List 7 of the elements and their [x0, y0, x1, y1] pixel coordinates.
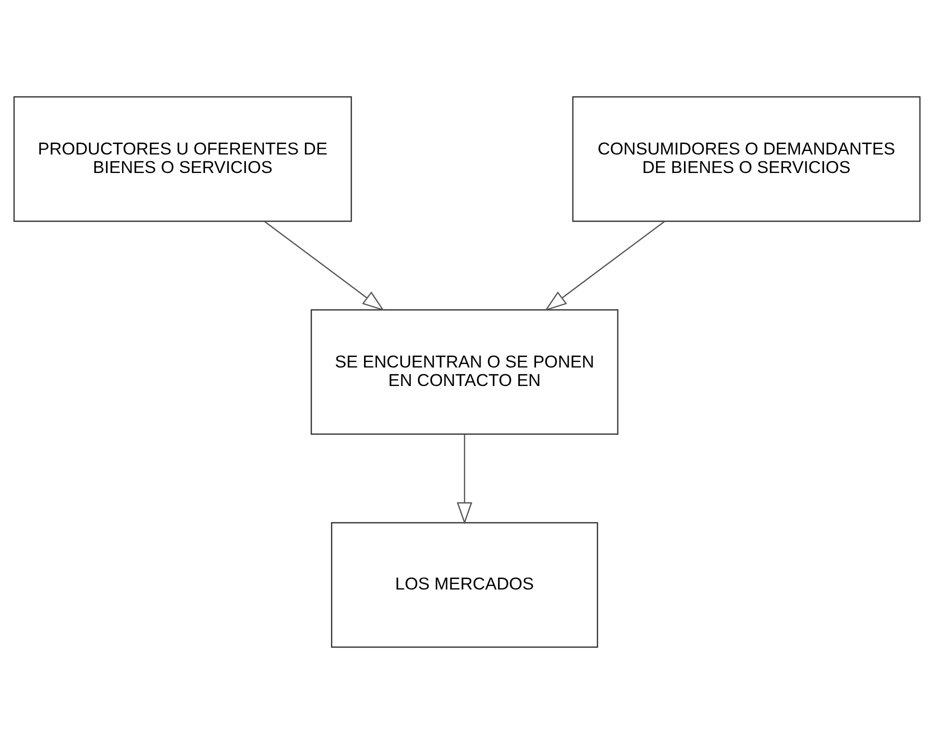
- arrow: [264, 220, 384, 310]
- arrow: [456, 434, 472, 524]
- node-box: CONSUMIDORES O DEMANDANTES DE BIENES O SERVICIOS: [572, 96, 920, 222]
- node-box: LOS MERCADOS: [330, 522, 598, 648]
- node-box: SE ENCUENTRAN O SE PONEN EN CONTACTO EN: [310, 308, 618, 434]
- node-box: PRODUCTORES U OFERENTES DE BIENES O SERVICIOS: [12, 96, 352, 222]
- arrow: [544, 220, 664, 310]
